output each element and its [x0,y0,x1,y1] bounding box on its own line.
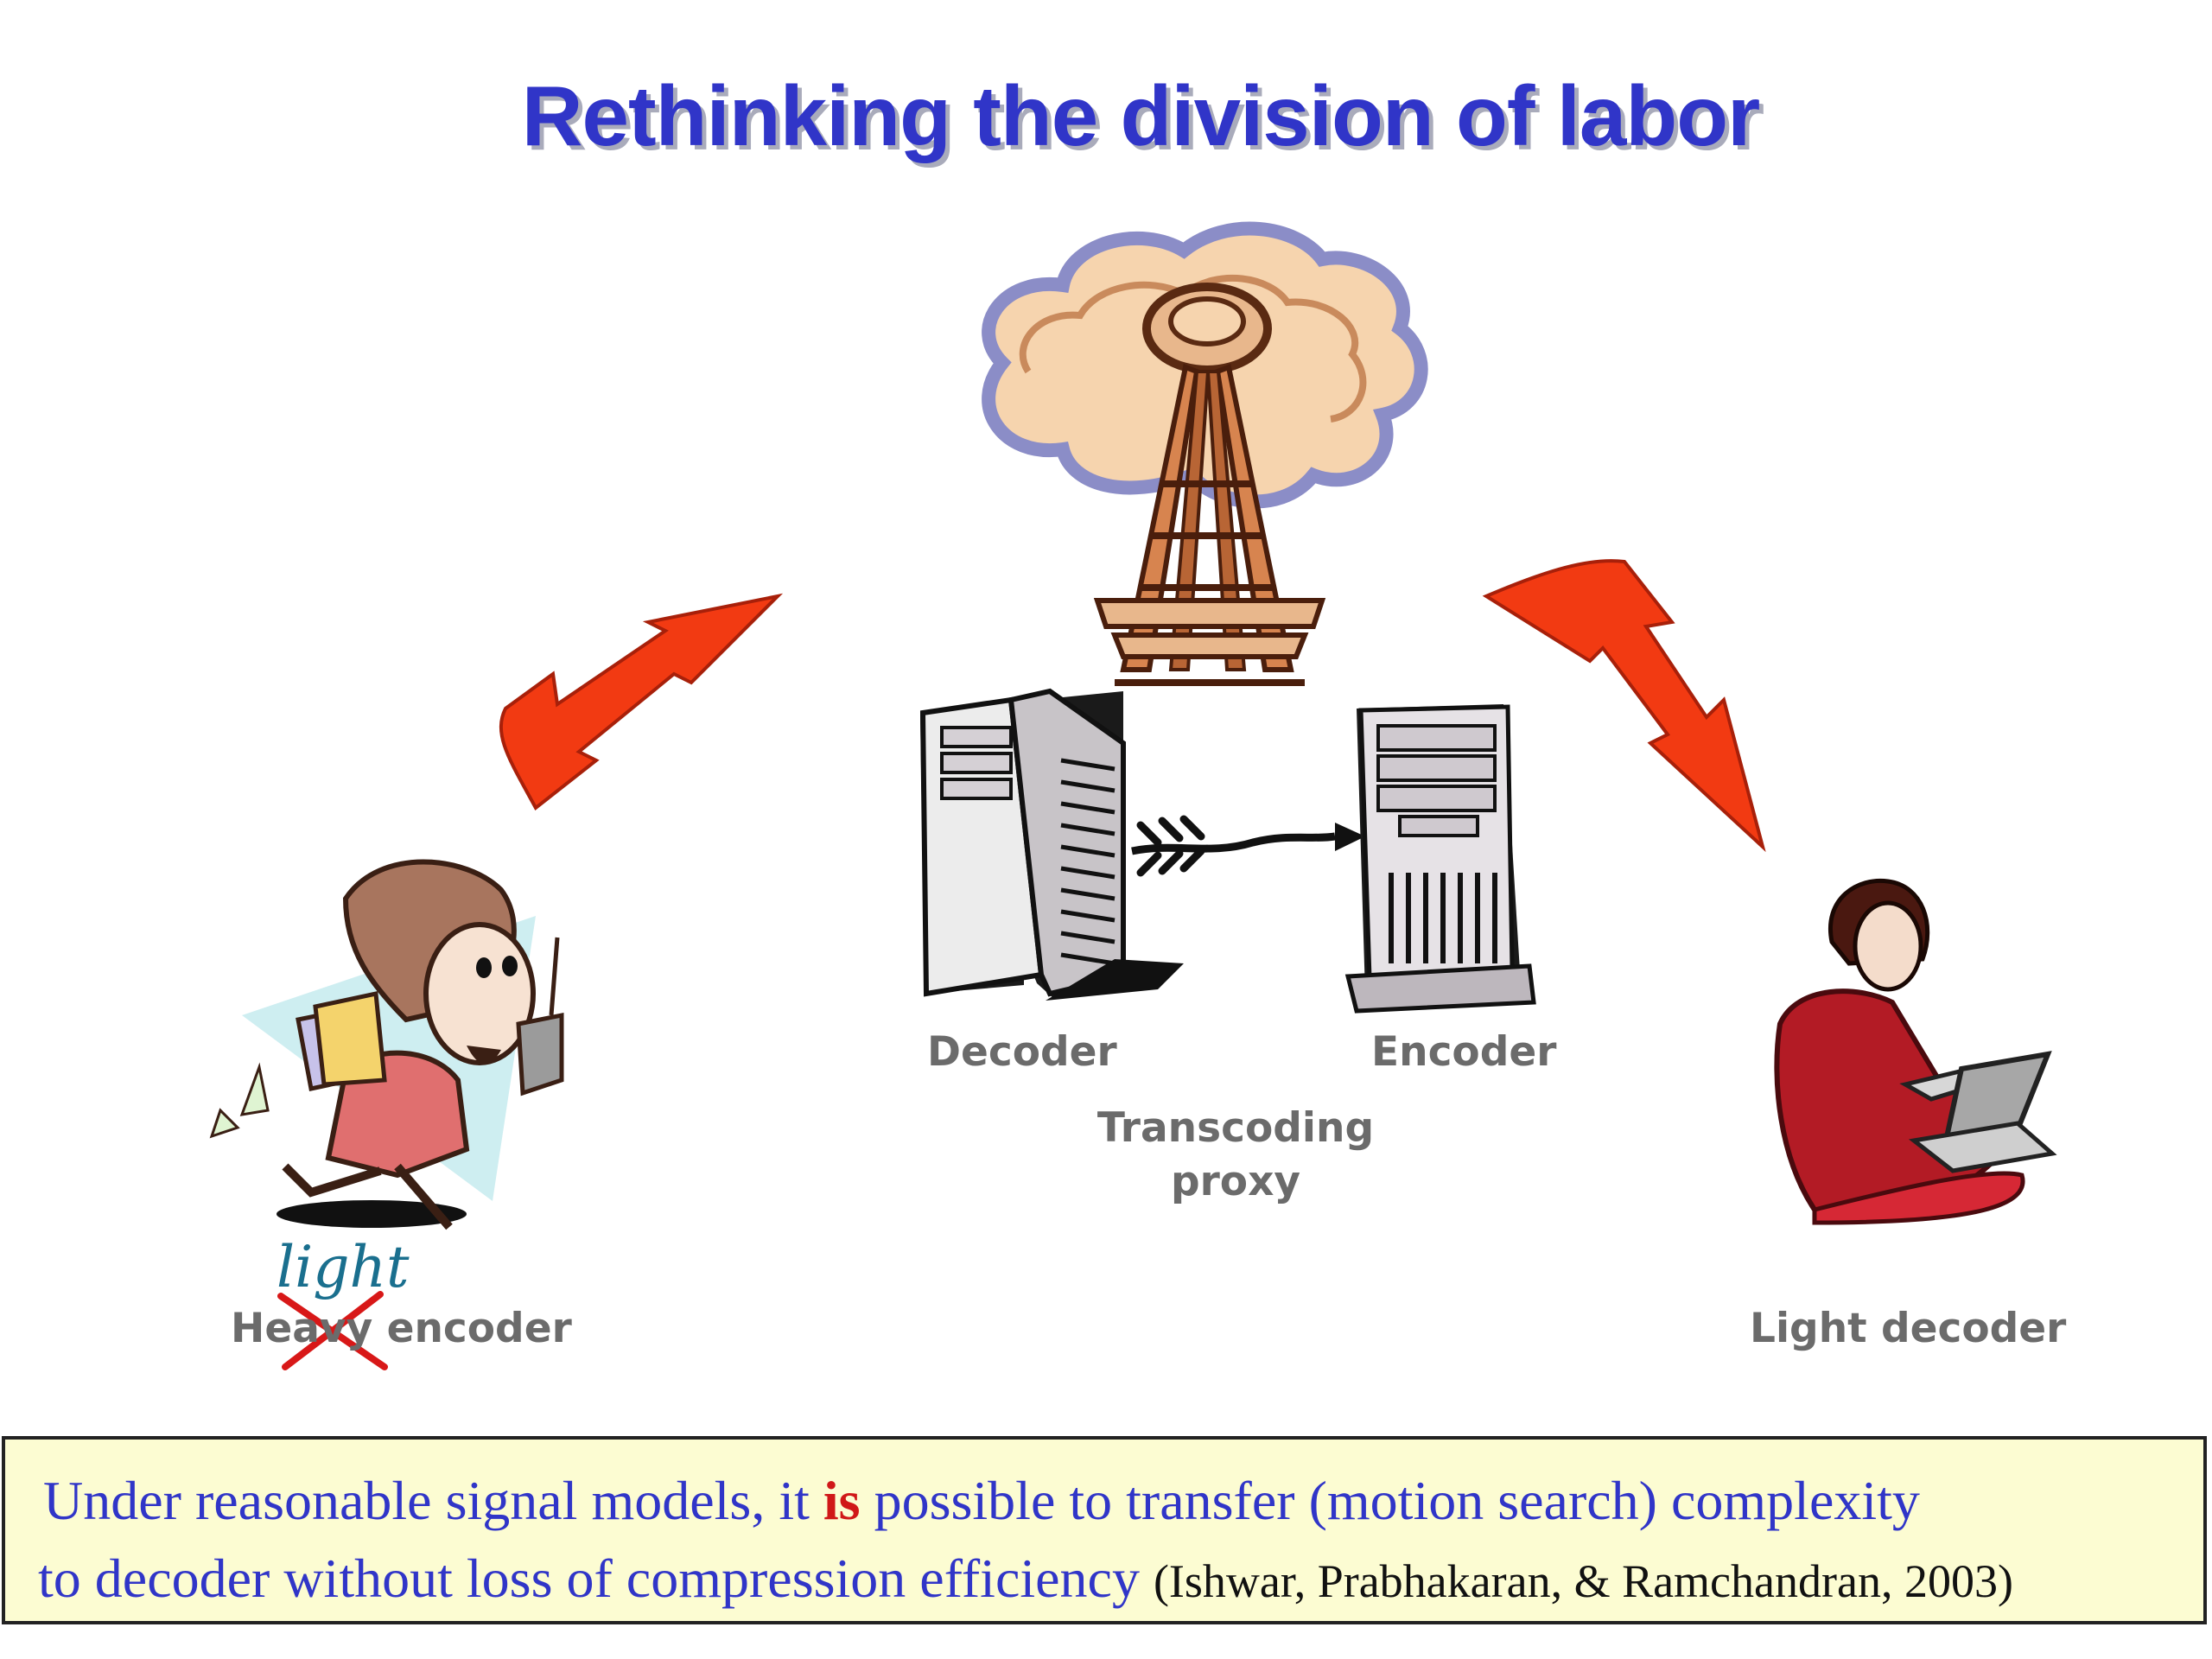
server-tower-icon [919,688,1184,1001]
running-woman-icon [209,859,564,1230]
banner-text: possible to transfer (motion search) com… [860,1470,1920,1531]
proxy-label-line1: Transcoding [1096,1104,1375,1152]
banner-text: to decoder without loss of compression e… [38,1548,1154,1609]
server-tower-icon [1344,704,1536,1014]
proxy-label-line2: proxy [1170,1158,1301,1205]
transcoding-proxy-label: Transcoding proxy [1063,1102,1408,1209]
page-title: Rethinking the division of labor [521,68,1761,163]
banner-text: Under reasonable signal models, it [43,1470,823,1531]
banner-line-2: to decoder without loss of compression e… [38,1547,2013,1611]
summary-banner [2,1436,2207,1624]
laptop-woman-icon [1774,878,2057,1225]
encoder-label: Encoder [1371,1028,1557,1076]
light-decoder-label: Light decoder [1750,1305,2067,1352]
light-handwritten-label: light [276,1234,410,1300]
cross-out-mark [277,1291,388,1370]
decoder-label: Decoder [927,1028,1117,1076]
banner-citation: (Ishwar, Prabhakaran, & Ramchandran, 200… [1153,1555,2013,1607]
lightning-arrow-icon [1482,559,1766,853]
banner-line-1: Under reasonable signal models, it is po… [43,1469,1920,1533]
banner-emphasis: is [823,1470,861,1531]
space-needle-icon [982,221,1428,686]
lightning-arrow-icon [499,593,784,811]
feathered-arrow-icon [1131,815,1365,877]
heavy-encoder-label: Heavy encoder [231,1305,572,1352]
